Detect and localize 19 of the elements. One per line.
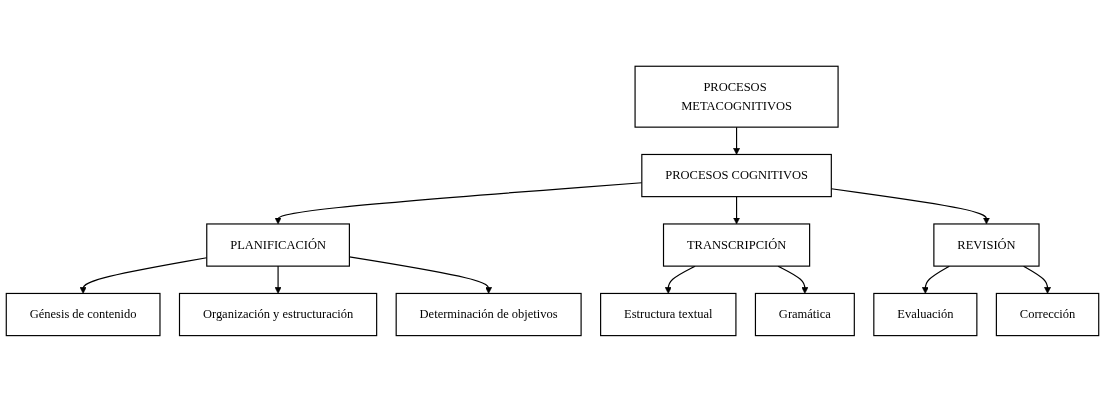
node-box: Evaluación — [873, 292, 978, 336]
arrow — [777, 265, 809, 294]
arrow — [733, 195, 740, 224]
node-box: Determinación de objetivos — [395, 292, 582, 336]
node-box: REVISIÓN — [933, 222, 1040, 267]
arrow — [921, 265, 950, 294]
arrow — [664, 265, 696, 294]
node-box: Organización y estructuración — [178, 292, 378, 336]
node-box: PLANIFICACIÓN — [206, 222, 350, 267]
node-box: TRANSCRIPCIÓN — [662, 222, 811, 267]
node-box: Génesis de contenido — [5, 292, 161, 336]
node-box: PROCESOS COGNITIVOS — [641, 153, 832, 197]
node-box: Gramática — [754, 292, 855, 336]
node-box: PROCESOS METACOGNITIVOS — [634, 65, 839, 128]
node-box: Corrección — [995, 292, 1100, 336]
node-box: Estructura textual — [600, 292, 737, 336]
arrow — [1022, 265, 1051, 294]
arrow — [274, 265, 282, 294]
arrow — [733, 126, 740, 155]
